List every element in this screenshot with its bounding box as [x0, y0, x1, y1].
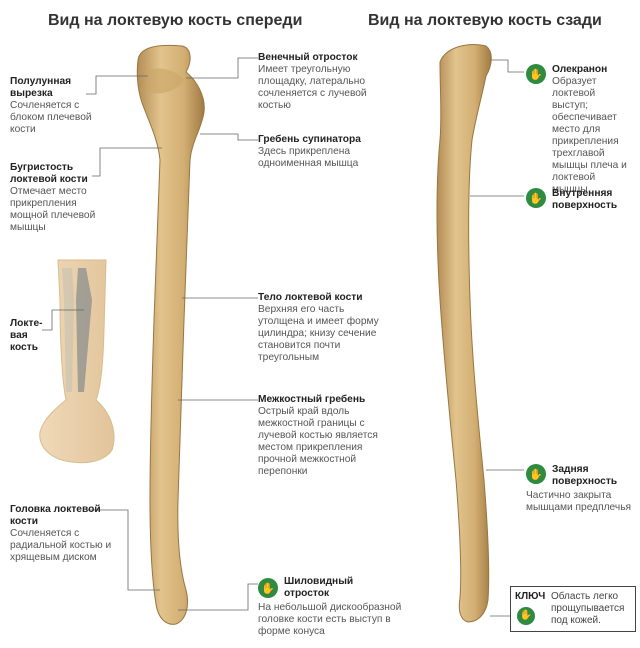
title-front-view: Вид на локтевую кость спереди: [48, 12, 303, 29]
label-ulnar-tuberosity: Бугристость локтевой кости Отмечает мест…: [10, 162, 96, 233]
palpable-hand-icon: ✋: [526, 64, 546, 84]
label-styloid-process: Шиловидный отросток: [284, 576, 354, 599]
leader-lines: [42, 57, 524, 617]
legend-key-title: КЛЮЧ: [515, 591, 546, 602]
arm-inset: [39, 259, 115, 464]
label-inner-surface: Внутренняя поверхность: [552, 188, 618, 211]
label-olecranon: Олекранон Образует локтевой выступ; обес…: [552, 64, 627, 195]
ulna-back-bone: [436, 44, 492, 623]
label-posterior-surface-desc: Частично закрыта мышцами предплечья: [526, 490, 632, 513]
label-ulna-body: Тело локтевой кости Верхняя его часть ут…: [258, 292, 379, 363]
label-styloid-process-desc: На небольшой дискообразной головке кости…: [258, 602, 402, 637]
label-ulna-inset: Локте-вая кость: [10, 318, 43, 353]
label-supinator-crest: Гребень супинатора Здесь прикреплена одн…: [258, 134, 361, 169]
label-interosseous-crest: Межкостный гребень Острый край вдоль меж…: [258, 394, 378, 477]
palpable-hand-icon: ✋: [526, 188, 546, 208]
label-posterior-surface: Задняя поверхность: [552, 464, 618, 487]
label-coronoid-process: Венечный отросток Имеет треугольную площ…: [258, 52, 367, 111]
palpable-hand-icon: ✋: [517, 607, 535, 625]
legend-key-text: Область легко прощупывается под кожей.: [551, 591, 625, 626]
palpable-hand-icon: ✋: [258, 578, 278, 598]
ulna-front-bone: [136, 44, 205, 625]
title-back-view: Вид на локтевую кость сзади: [368, 12, 602, 29]
label-semilunar-notch: Полулунная вырезка Сочленяется с блоком …: [10, 76, 92, 135]
palpable-hand-icon: ✋: [526, 464, 546, 484]
legend-key: КЛЮЧ ✋ Область легко прощупывается под к…: [510, 586, 636, 632]
label-ulna-head: Головка локтевой кости Сочленяется с рад…: [10, 504, 112, 563]
